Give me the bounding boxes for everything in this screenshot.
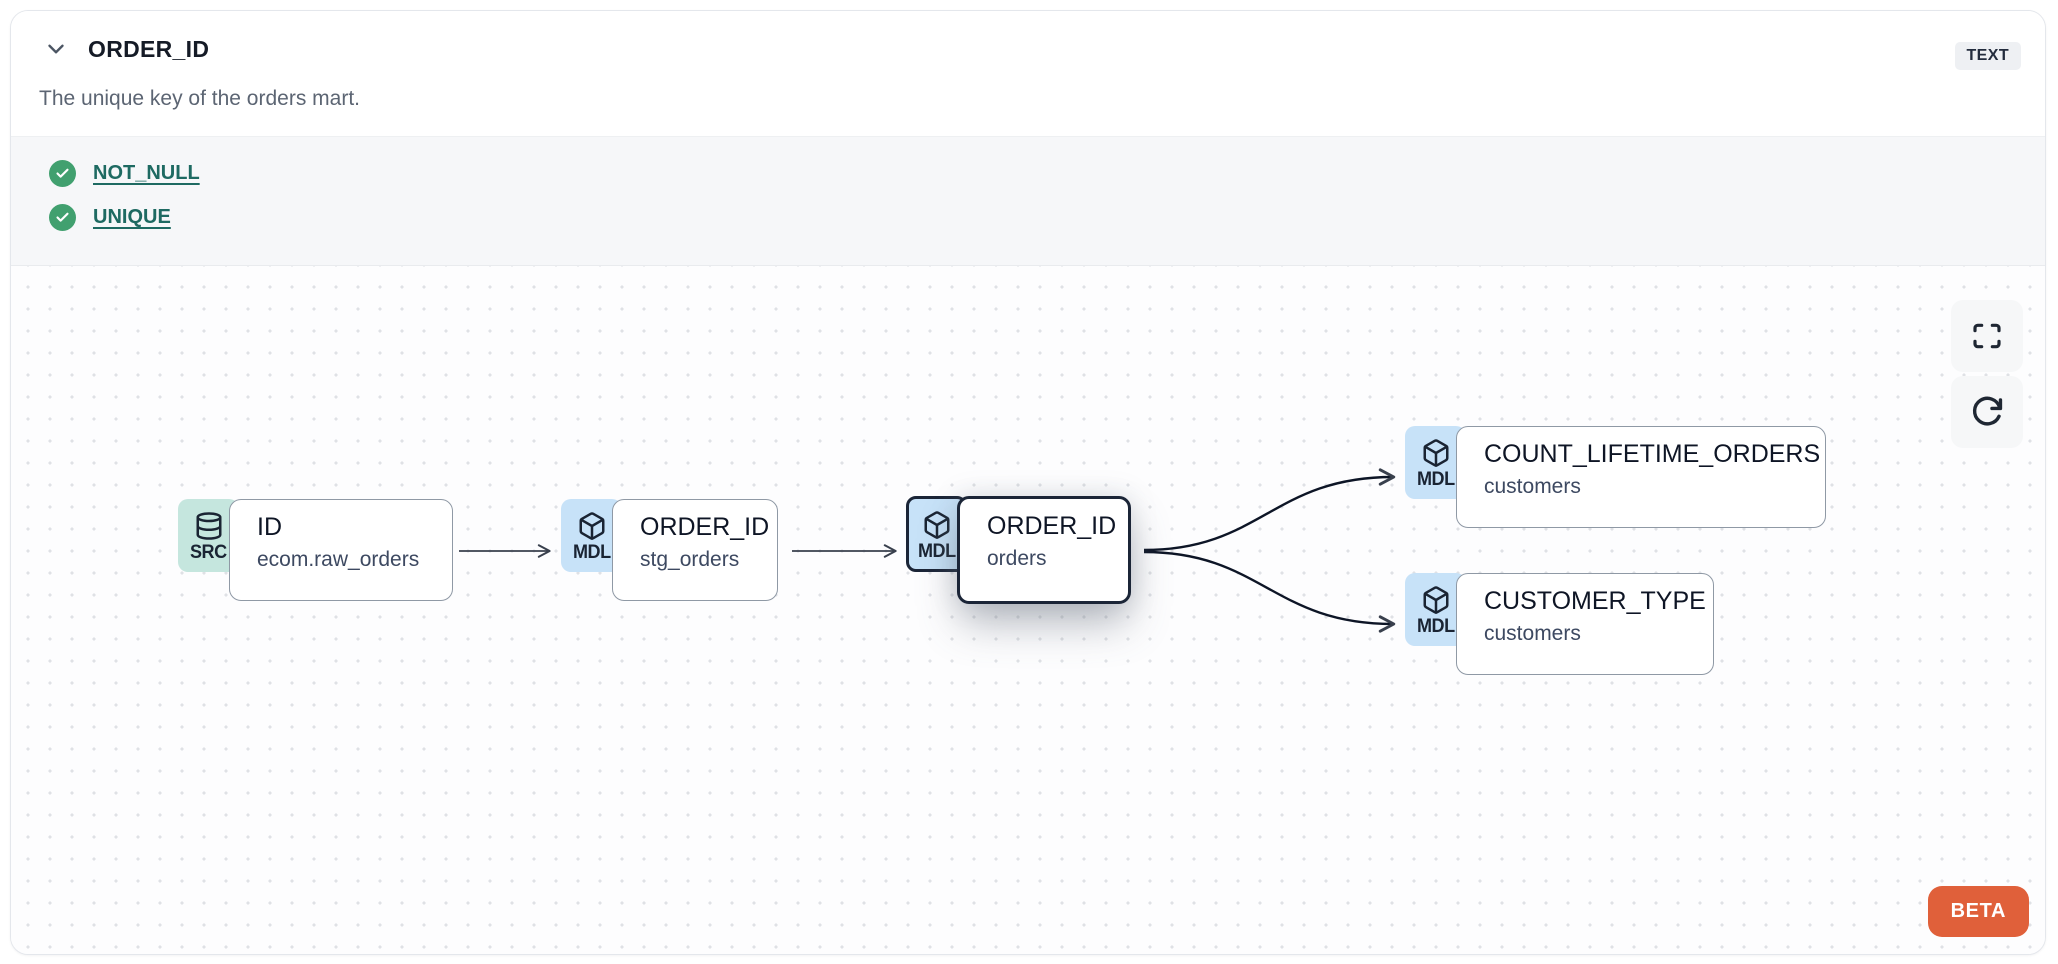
- node-badge-label: MDL: [1416, 616, 1455, 637]
- lineage-node-orders-selected[interactable]: MDL ORDER_ID orders: [906, 496, 1131, 604]
- chevron-down-icon: [48, 44, 64, 54]
- test-row: NOT_NULL: [49, 160, 2045, 187]
- cube-icon: [1423, 586, 1448, 614]
- node-subtitle: ecom.raw_orders: [257, 548, 420, 571]
- column-details-card: ORDER_ID TEXT The unique key of the orde…: [10, 10, 2046, 955]
- node-badge-mdl: MDL: [906, 496, 967, 572]
- node-subtitle: customers: [1484, 622, 1581, 645]
- node-badge-mdl: MDL: [1405, 426, 1466, 499]
- canvas-controls: [1951, 300, 2023, 448]
- refresh-icon: [1972, 396, 2003, 426]
- node-badge-label: MDL: [572, 542, 611, 563]
- node-badge-src: SRC: [178, 499, 239, 572]
- lineage-node-stg-orders[interactable]: MDL ORDER_ID stg_orders: [561, 499, 778, 601]
- lineage-canvas[interactable]: SRC ID ecom.raw_orders MDL ORDER_ID stg_…: [11, 266, 2045, 954]
- beta-badge[interactable]: BETA: [1927, 886, 2029, 937]
- type-badge: TEXT: [1954, 42, 2021, 70]
- node-badge-label: SRC: [190, 542, 227, 563]
- fullscreen-button[interactable]: [1951, 300, 2023, 372]
- node-title: ID: [257, 513, 282, 541]
- node-title: ORDER_ID: [987, 512, 1117, 540]
- lineage-node-count-lifetime-orders[interactable]: MDL COUNT_LIFETIME_ORDERS customers: [1405, 426, 1826, 528]
- database-icon: [196, 512, 221, 540]
- edge-orders-to-count: [1143, 468, 1396, 552]
- tests-section: NOT_NULL UNIQUE: [11, 136, 2045, 266]
- refresh-button[interactable]: [1951, 376, 2023, 448]
- title-row: ORDER_ID: [30, 11, 2021, 65]
- node-badge-mdl: MDL: [561, 499, 622, 572]
- lineage-node-customer-type[interactable]: MDL CUSTOMER_TYPE customers: [1405, 573, 1714, 675]
- cube-icon: [579, 512, 604, 540]
- node-body: ORDER_ID orders: [957, 496, 1131, 604]
- node-body: ORDER_ID stg_orders: [612, 499, 778, 601]
- column-description: The unique key of the orders mart.: [39, 87, 360, 110]
- test-row: UNIQUE: [49, 204, 2045, 231]
- node-subtitle: customers: [1484, 475, 1581, 498]
- node-subtitle: stg_orders: [640, 548, 740, 571]
- node-badge-label: MDL: [917, 540, 956, 562]
- node-body: CUSTOMER_TYPE customers: [1456, 573, 1714, 675]
- node-badge-label: MDL: [1416, 469, 1455, 490]
- fullscreen-icon: [1973, 323, 2001, 349]
- node-title: ORDER_ID: [640, 513, 770, 541]
- node-title: CUSTOMER_TYPE: [1484, 587, 1706, 615]
- node-body: ID ecom.raw_orders: [229, 499, 453, 601]
- cube-icon: [924, 510, 949, 539]
- lineage-edges: [459, 468, 1396, 633]
- test-link-unique[interactable]: UNIQUE: [93, 206, 171, 228]
- lineage-node-source-id[interactable]: SRC ID ecom.raw_orders: [178, 499, 453, 601]
- collapse-button[interactable]: [40, 33, 72, 65]
- header: ORDER_ID TEXT The unique key of the orde…: [11, 11, 2045, 136]
- check-circle-icon: [49, 204, 76, 231]
- edge-orders-to-customer-type: [1143, 550, 1396, 633]
- check-circle-icon: [49, 160, 76, 187]
- node-subtitle: orders: [987, 547, 1047, 570]
- test-link-not-null[interactable]: NOT_NULL: [93, 162, 200, 184]
- page-title: ORDER_ID: [88, 35, 210, 62]
- cube-icon: [1423, 439, 1448, 467]
- node-title: COUNT_LIFETIME_ORDERS: [1484, 440, 1821, 468]
- node-body: COUNT_LIFETIME_ORDERS customers: [1456, 426, 1826, 528]
- node-badge-mdl: MDL: [1405, 573, 1466, 646]
